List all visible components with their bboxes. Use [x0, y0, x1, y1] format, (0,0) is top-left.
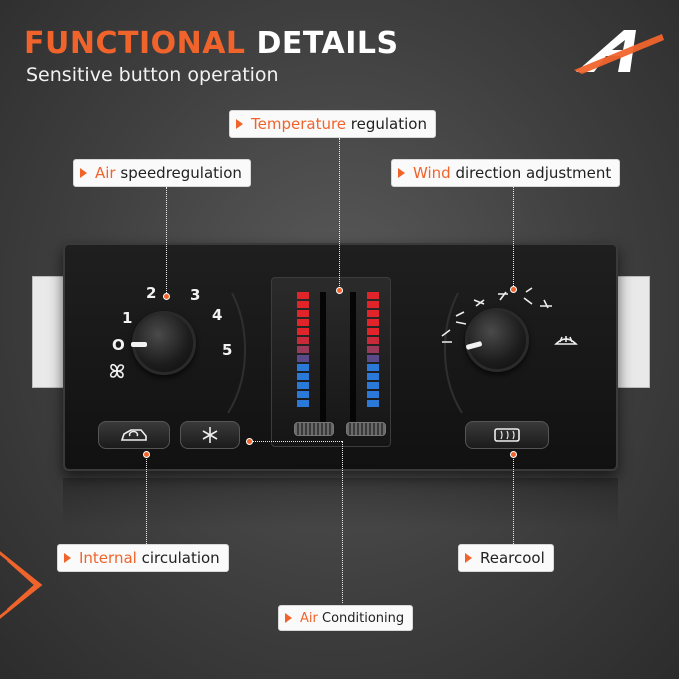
callout-text: speedregulation	[115, 164, 242, 182]
fan-knob-indicator	[131, 342, 147, 347]
air-conditioning-button[interactable]	[180, 421, 240, 449]
callout-text: regulation	[346, 115, 427, 133]
wind-connector-line	[513, 187, 514, 290]
callout-arrow-icon	[236, 119, 243, 129]
panel-contour-lines	[227, 292, 463, 414]
panel-reflection	[63, 478, 618, 528]
mode-knob-indicator	[465, 341, 483, 350]
callout-text: Conditioning	[317, 610, 405, 626]
wind-connector-dot	[510, 286, 517, 293]
callout-air-conditioning: Air Conditioning	[278, 605, 414, 631]
floor-defrost-icon	[498, 291, 508, 301]
fan-label-4: 4	[212, 306, 223, 324]
callout-text: circulation	[136, 549, 220, 567]
air-speed-connector-line	[166, 187, 167, 297]
right-temp-slider-thumb[interactable]	[346, 422, 386, 436]
callout-arrow-icon	[285, 613, 292, 623]
panel-vent-icon	[473, 299, 485, 307]
mode-icons-arc	[441, 287, 578, 345]
rear-defrost-icon	[494, 428, 520, 442]
right-temp-scale	[367, 292, 379, 409]
title-accent: FUNCTIONAL	[24, 26, 246, 61]
right-mount-bracket	[614, 276, 650, 388]
callout-air-speed: Air speedregulation	[73, 159, 251, 187]
callout-arrow-icon	[64, 553, 71, 563]
internal-connector-line	[146, 454, 147, 544]
rear-defrost-button[interactable]	[465, 421, 549, 449]
windshield-defrost-icon	[540, 299, 552, 309]
chevron-decor-icon	[0, 551, 43, 619]
callout-arrow-icon	[465, 553, 472, 563]
title-rest: DETAILS	[245, 26, 399, 61]
fan-label-5: 5	[222, 341, 233, 359]
internal-connector-dot	[143, 451, 150, 458]
callout-text: direction adjustment	[450, 164, 612, 182]
page-subtitle: Sensitive button operation	[26, 64, 279, 86]
callout-accent: Wind	[413, 164, 451, 182]
air-speed-connector-dot	[163, 293, 170, 300]
left-temp-scale	[297, 292, 309, 409]
defrost-icon	[523, 287, 533, 305]
left-slider-track	[320, 292, 326, 424]
recirculation-button[interactable]	[98, 421, 170, 449]
callout-accent: Air	[95, 164, 116, 182]
left-temp-slider-thumb[interactable]	[294, 422, 334, 436]
snowflake-icon	[202, 427, 218, 443]
right-slider-track	[350, 292, 356, 424]
fan-speed-knob[interactable]	[131, 311, 196, 375]
callout-arrow-icon	[80, 168, 87, 178]
fan-label-2: 2	[146, 284, 157, 302]
bi-level-vent-icon	[455, 311, 467, 325]
ac-connector-vline	[342, 441, 343, 603]
ac-connector-hline	[250, 441, 342, 442]
air-direction-knob[interactable]	[465, 308, 529, 372]
floor-vent-icon	[441, 329, 452, 343]
callout-internal-circulation: Internal circulation	[57, 544, 229, 572]
rearcool-connector-dot	[510, 451, 517, 458]
callout-arrow-icon	[398, 168, 405, 178]
temp-connector-line	[339, 138, 340, 290]
callout-text: Rearcool	[480, 549, 545, 567]
callout-temperature-regulation: Temperature regulation	[229, 110, 436, 138]
ac-connector-dot	[246, 438, 253, 445]
a-premium-logo-icon	[574, 30, 664, 74]
rearcool-connector-line	[513, 454, 514, 544]
recirculation-car-icon	[120, 429, 147, 441]
callout-accent: Air	[300, 610, 318, 626]
fan-label-1: 1	[122, 309, 133, 327]
callout-accent: Temperature	[251, 115, 347, 133]
fan-icon	[109, 363, 125, 379]
fan-label-0: O	[112, 336, 125, 354]
page-title: FUNCTIONAL DETAILS	[24, 26, 399, 61]
temp-connector-dot	[336, 287, 343, 294]
fan-label-3: 3	[190, 286, 201, 304]
callout-accent: Internal	[79, 549, 137, 567]
callout-wind-direction: Wind direction adjustment	[391, 159, 621, 187]
callout-rearcool: Rearcool	[458, 544, 554, 572]
